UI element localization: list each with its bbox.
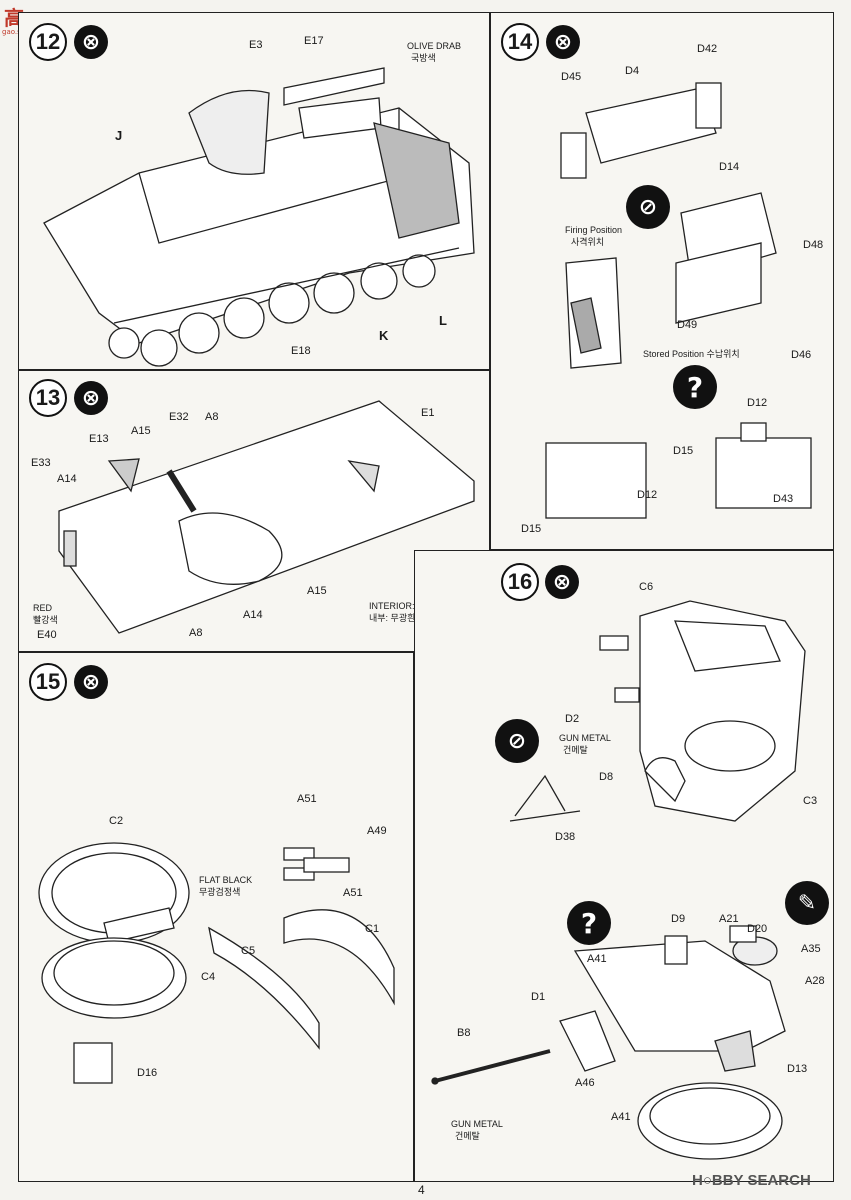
step-12-panel: 12 ⊗ E3 E17 OLIVE DRAB 국방색 J K L E18 — [18, 12, 490, 370]
label-interior-ko: 내부: 무광흰색 — [369, 613, 424, 623]
label-a14-left: A14 — [57, 473, 77, 485]
label-d43: D43 — [773, 493, 794, 505]
step-15-drawing — [38, 842, 395, 1084]
glue-icon: ⊗ — [546, 25, 580, 59]
step-14-number: 14 — [501, 23, 539, 61]
watermark: H○BBY SEARCH — [692, 1172, 811, 1189]
label-flat-black: FLAT BLACK — [199, 875, 253, 885]
label-a51-top: A51 — [297, 793, 317, 805]
step-13-number: 13 — [29, 379, 67, 417]
label-d48: D48 — [803, 239, 824, 251]
step-16-number: 16 — [501, 563, 539, 601]
label-red: RED — [33, 603, 53, 613]
label-a41-top: A41 — [587, 953, 607, 965]
paint-brush-icon: ✎ — [785, 881, 829, 925]
step-16-panel: 16 ⊗ ⊘ ? ✎ C6 D2 GUN METAL 건메탈 D8 C3 — [414, 550, 834, 1182]
label-a35: A35 — [801, 943, 821, 955]
label-d15-right: D15 — [673, 445, 694, 457]
glue-icon: ⊗ — [74, 25, 108, 59]
glue-icon: ⊗ — [545, 565, 579, 599]
label-e33: E33 — [31, 457, 51, 469]
step-14-panel: 14 ⊗ ⊘ ? D45 D4 D42 D14 Firing Position … — [490, 12, 834, 550]
label-a14-bottom: A14 — [243, 609, 263, 621]
step-16-drawing — [431, 600, 806, 1160]
label-gun-metal-ko: 건메탈 — [563, 745, 588, 755]
label-e13: E13 — [89, 433, 109, 445]
label-a41-bottom: A41 — [611, 1111, 631, 1123]
label-e40: E40 — [37, 629, 57, 641]
label-olive-drab: OLIVE DRAB — [407, 41, 462, 51]
label-l: L — [439, 313, 447, 328]
label-d14: D14 — [719, 161, 740, 173]
label-e18: E18 — [291, 345, 311, 357]
step-13-panel: 13 ⊗ E13 A15 E32 A8 E1 E33 A14 RED 빨강색 E… — [18, 370, 490, 652]
label-d16: D16 — [137, 1067, 158, 1079]
label-a49: A49 — [367, 825, 387, 837]
label-b8: B8 — [457, 1027, 471, 1039]
glue-icon: ⊗ — [74, 381, 108, 415]
label-d42: D42 — [697, 43, 718, 55]
label-d20: D20 — [747, 923, 768, 935]
label-a8-bottom: A8 — [189, 627, 203, 639]
label-j: J — [115, 128, 123, 143]
label-c3: C3 — [803, 795, 818, 807]
step-15-number: 15 — [29, 663, 67, 701]
label-gun-metal: GUN METAL — [559, 733, 611, 743]
label-flat-black-ko: 무광검정색 — [199, 887, 241, 897]
label-e32: E32 — [169, 411, 189, 423]
no-glue-icon: ⊘ — [626, 185, 670, 229]
label-e17: E17 — [304, 35, 324, 47]
label-d49: D49 — [677, 319, 698, 331]
label-gun-metal-2: GUN METAL — [451, 1119, 503, 1129]
label-red-ko: 빨강색 — [33, 615, 58, 625]
question-icon: ? — [567, 901, 611, 945]
label-d12-left: D12 — [637, 489, 658, 501]
label-firing-position-ko: 사격위치 — [571, 237, 605, 247]
page-number: 4 — [418, 1183, 425, 1197]
label-k: K — [379, 328, 389, 343]
label-d12-right: D12 — [747, 397, 768, 409]
label-a15-bottom: A15 — [307, 585, 327, 597]
step-14-drawing — [545, 82, 812, 519]
label-d1: D1 — [531, 991, 546, 1003]
label-e3: E3 — [249, 39, 263, 51]
label-d13: D13 — [787, 1063, 808, 1075]
glue-icon: ⊗ — [74, 665, 108, 699]
label-a28: A28 — [805, 975, 825, 987]
step-12-drawing — [43, 67, 475, 367]
no-glue-icon: ⊘ — [495, 719, 539, 763]
question-icon: ? — [673, 365, 717, 409]
label-d8: D8 — [599, 771, 614, 783]
label-c4: C4 — [201, 971, 216, 983]
label-a8-top: A8 — [205, 411, 219, 423]
label-d4: D4 — [625, 65, 640, 77]
step-12-number: 12 — [29, 23, 67, 61]
label-d9: D9 — [671, 913, 686, 925]
label-c1: C1 — [365, 923, 380, 935]
label-d15-left: D15 — [521, 523, 542, 535]
label-a51-bottom: A51 — [343, 887, 363, 899]
step-13-drawing — [58, 400, 475, 634]
label-c2: C2 — [109, 815, 124, 827]
label-olive-drab-ko: 국방색 — [411, 53, 436, 63]
label-a46: A46 — [575, 1077, 595, 1089]
step-15-panel: 15 ⊗ A51 A49 FLAT BLACK 무광검정색 A51 C2 C4 … — [18, 652, 414, 1182]
label-a15-top: A15 — [131, 425, 151, 437]
label-gun-metal-2-ko: 건메탈 — [455, 1131, 480, 1141]
label-firing-position: Firing Position — [565, 225, 623, 235]
label-stored-position: Stored Position 수납위치 — [643, 349, 740, 359]
label-d46: D46 — [791, 349, 812, 361]
label-c6: C6 — [639, 581, 654, 593]
label-e1: E1 — [421, 407, 435, 419]
label-d45: D45 — [561, 71, 582, 83]
label-c5: C5 — [241, 945, 256, 957]
label-d2: D2 — [565, 713, 580, 725]
label-a21: A21 — [719, 913, 739, 925]
label-d38: D38 — [555, 831, 576, 843]
